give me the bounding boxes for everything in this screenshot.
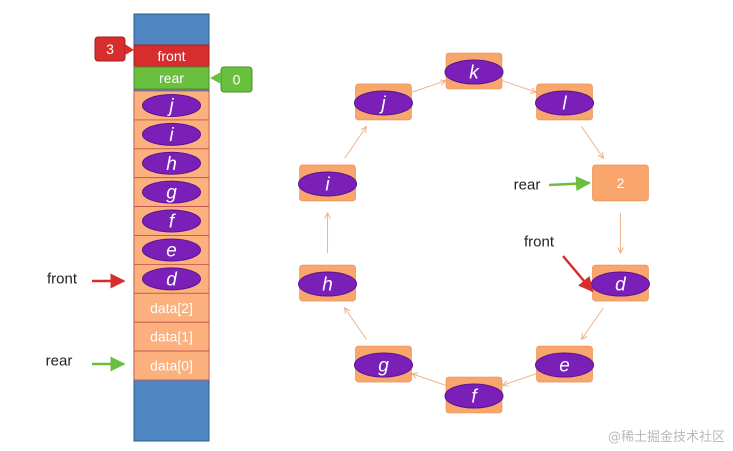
ring-element-ellipse	[353, 352, 413, 378]
ring-element-value: e	[559, 356, 570, 377]
front-pointer-label: front	[47, 271, 78, 288]
element-ellipse	[142, 151, 201, 175]
element-value: e	[166, 240, 177, 261]
ring-element-ellipse	[444, 59, 504, 85]
ring-rear-pointer-arrow	[548, 176, 591, 192]
element-value: j	[166, 96, 174, 117]
ring-link-arrow	[502, 373, 537, 386]
ring-rear-pointer-label: rear	[514, 177, 541, 194]
ring-node	[592, 164, 649, 202]
element-ellipse	[142, 93, 201, 117]
ring-link-arrow	[344, 127, 367, 159]
ring-element-value: k	[469, 63, 480, 84]
ring-element-ellipse	[353, 90, 413, 116]
ring-element-value: f	[471, 387, 478, 408]
ring-element-ellipse	[535, 352, 595, 378]
rear-badge-tail	[210, 72, 221, 84]
ring-element-value: d	[615, 275, 627, 296]
element-ellipse	[142, 267, 201, 291]
ring-empty-slot-value: 2	[617, 175, 625, 191]
rear-pointer-label: rear	[46, 353, 73, 370]
ring-element-value: i	[325, 174, 330, 195]
ring-element-ellipse	[298, 271, 358, 297]
ring-element-value: l	[562, 93, 567, 114]
rear-badge-value: 0	[233, 72, 241, 88]
data-slot-label: data[0]	[150, 358, 193, 374]
ring-element-ellipse	[535, 90, 595, 116]
element-value: d	[166, 269, 178, 290]
ring-element-value: g	[378, 356, 389, 377]
element-ellipse	[142, 209, 201, 233]
ring-link-arrow	[582, 307, 604, 340]
element-ellipse	[142, 180, 201, 204]
ring-element-value: h	[322, 275, 333, 296]
front-cell-label: front	[157, 48, 185, 64]
front-badge-tail	[125, 44, 134, 55]
element-value: h	[166, 154, 177, 175]
data-slot	[133, 292, 210, 323]
data-slot	[133, 350, 210, 381]
element-ellipse	[142, 122, 201, 146]
element-value: i	[169, 125, 174, 146]
ring-front-pointer-arrow	[562, 255, 594, 293]
element-ellipse	[142, 238, 201, 262]
element-value: g	[166, 183, 177, 204]
ring-element-ellipse	[298, 171, 358, 197]
ring-link-arrow	[502, 80, 536, 93]
front-badge-value: 3	[106, 41, 114, 57]
watermark: @稀土掘金技术社区	[607, 430, 725, 445]
ring-link-arrow	[412, 374, 446, 386]
ring-element-ellipse	[444, 383, 504, 409]
rear-cell	[133, 66, 210, 90]
ring-link-arrow	[411, 81, 446, 93]
rear-cell-label: rear	[159, 70, 184, 86]
data-slot-label: data[2]	[150, 300, 193, 316]
ring-link-arrow	[345, 308, 367, 340]
ring-front-pointer-label: front	[524, 234, 555, 251]
ring-link-arrow	[581, 126, 604, 159]
data-slot-label: data[1]	[150, 329, 193, 345]
element-value: f	[169, 212, 176, 233]
ring-element-value: j	[378, 93, 386, 114]
data-slot	[133, 321, 210, 352]
